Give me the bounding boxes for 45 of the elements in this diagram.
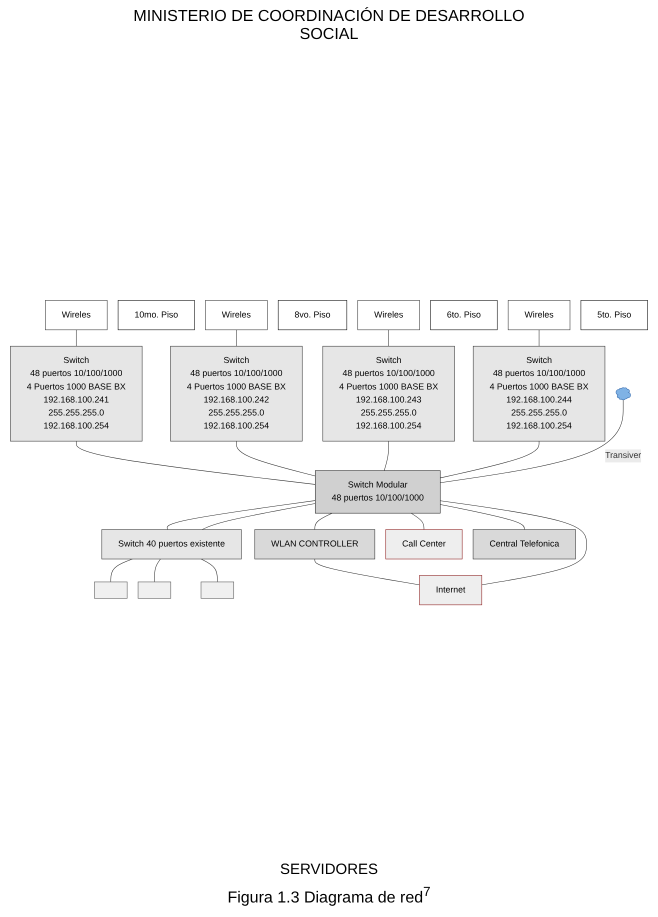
connector xyxy=(440,440,540,478)
node-box: WLAN CONTROLLER xyxy=(254,529,376,559)
connector xyxy=(538,329,540,346)
connector xyxy=(440,504,525,530)
node-box: Wireles xyxy=(508,300,570,330)
node-box: 5to. Piso xyxy=(580,300,648,330)
connector xyxy=(76,329,77,346)
connector xyxy=(200,558,218,582)
node-box: Wireles xyxy=(357,300,420,330)
node-box: 8vo. Piso xyxy=(278,300,348,330)
connector xyxy=(440,399,624,483)
connector xyxy=(202,502,316,530)
node-box xyxy=(94,581,128,598)
node-box: 10mo. Piso xyxy=(118,300,195,330)
connector xyxy=(166,500,316,530)
connector xyxy=(154,558,161,582)
node-box: Call Center xyxy=(385,529,462,559)
node-box: Switch Modular 48 puertos 10/100/1000 xyxy=(314,470,440,514)
connector xyxy=(314,558,420,585)
node-box: Switch 48 puertos 10/100/1000 4 Puertos 1000 BASE BX 192.168.100.241 255.255.255.0 192.168.100.254 xyxy=(10,346,142,442)
group-label: SERVIDORES xyxy=(280,860,378,878)
connector xyxy=(236,329,237,346)
node-box xyxy=(138,581,172,598)
node-box: Switch 48 puertos 10/100/1000 4 Puertos 1000 BASE BX 192.168.100.244 255.255.255.0 192.168.100.254 xyxy=(472,346,606,442)
node-cloud xyxy=(616,387,631,400)
connector xyxy=(314,512,333,530)
edge-label: Transiver xyxy=(605,450,642,460)
figure-caption: Figura 1.3 Diagrama de red$^{7}$ xyxy=(227,884,431,907)
connector xyxy=(110,558,133,582)
connector xyxy=(440,500,587,585)
node-box: 6to. Piso xyxy=(430,300,498,330)
connector xyxy=(236,440,316,476)
connector xyxy=(410,512,424,530)
node-box: Central Telefonica xyxy=(472,529,576,559)
diagram-title: MINISTERIO DE COORDINACIÓN DE DESARROLLO SOCIAL xyxy=(132,8,526,44)
node-box xyxy=(200,581,234,598)
node-box: Wireles xyxy=(45,300,108,330)
connector xyxy=(76,440,316,484)
connector xyxy=(384,440,389,471)
node-box: Switch 48 puertos 10/100/1000 4 Puertos 1000 BASE BX 192.168.100.243 255.255.255.0 192.168.100.254 xyxy=(322,346,455,442)
connector xyxy=(388,329,389,346)
node-box: Internet xyxy=(419,574,482,605)
node-box: Switch 40 puertos existente xyxy=(102,529,242,559)
node-box: Wireles xyxy=(205,300,268,330)
node-box: Switch 48 puertos 10/100/1000 4 Puertos 1000 BASE BX 192.168.100.242 255.255.255.0 192.168.100.254 xyxy=(170,346,302,442)
